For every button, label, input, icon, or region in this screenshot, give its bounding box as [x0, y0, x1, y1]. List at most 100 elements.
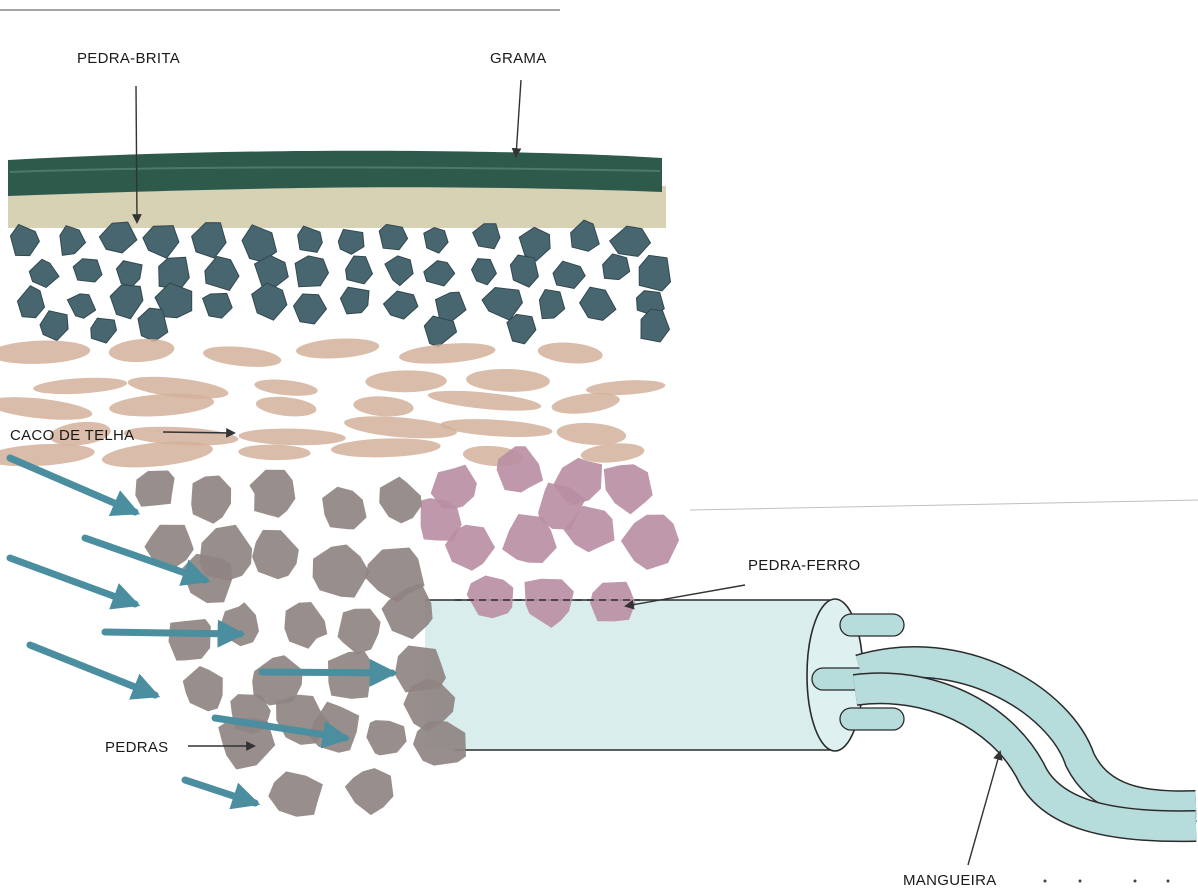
tile-shard	[440, 416, 553, 439]
stone	[135, 471, 174, 507]
tile-shard	[108, 337, 175, 364]
water-arrow	[30, 645, 155, 695]
gravel-stone	[603, 254, 630, 280]
stone	[338, 609, 381, 655]
gravel-stone	[252, 283, 287, 320]
gravel-stone	[580, 287, 616, 320]
gravel-stone	[138, 308, 168, 341]
gravel-stone	[73, 259, 102, 282]
label-iron-stone: PEDRA-FERRO	[748, 557, 860, 574]
stone	[345, 768, 394, 815]
iron-stone	[621, 515, 679, 570]
tile-shard	[331, 437, 441, 459]
tile-shard	[466, 368, 550, 393]
tile-shard	[238, 427, 346, 446]
gravel-stone	[384, 291, 418, 319]
water-arrow	[185, 780, 255, 803]
gravel-stone	[203, 293, 233, 318]
stone	[191, 476, 231, 524]
stone	[220, 602, 259, 646]
scan-dots	[1044, 880, 1170, 883]
gravel-stone	[17, 286, 44, 318]
gravel-stone	[340, 287, 369, 314]
label-stones: PEDRAS	[105, 739, 169, 756]
stone	[322, 487, 367, 530]
tile-shard	[398, 340, 496, 367]
gravel-stone	[294, 294, 327, 324]
tile-shard	[254, 377, 319, 398]
gravel-layer	[10, 220, 670, 347]
stone	[366, 720, 406, 755]
water-arrow	[262, 672, 392, 673]
gravel-stone	[379, 224, 407, 249]
gravel-stone	[436, 292, 467, 321]
gravel-pointer-arrow	[136, 86, 137, 222]
stone	[313, 545, 370, 598]
gravel-stone	[641, 309, 670, 342]
tile-shard	[353, 394, 414, 418]
tile-shard	[108, 391, 214, 420]
gravel-stone	[60, 226, 86, 256]
gravel-stone	[10, 225, 39, 256]
stone	[183, 666, 223, 711]
tile-shard	[255, 394, 317, 419]
tile-shard	[33, 375, 128, 396]
label-grass: GRAMA	[490, 50, 547, 67]
ground-line	[690, 500, 1198, 510]
gravel-stone	[91, 318, 117, 343]
stone-layer	[135, 470, 466, 817]
drain-pipe	[425, 599, 904, 751]
gravel-stone	[295, 256, 328, 287]
gravel-stone	[205, 256, 239, 290]
gravel-stone	[385, 256, 413, 286]
tile-pointer-arrow	[163, 432, 234, 433]
iron-stone	[590, 582, 635, 622]
tile-shard	[0, 393, 93, 424]
water-arrow	[105, 632, 240, 634]
stone	[252, 530, 299, 579]
gravel-stone	[424, 261, 455, 286]
iron-stone	[604, 464, 653, 514]
stone	[284, 602, 327, 649]
gravel-stone	[143, 226, 179, 259]
gravel-stone	[298, 226, 323, 252]
gravel-stone	[472, 259, 497, 285]
hose	[855, 662, 1196, 826]
stone	[249, 470, 295, 518]
stone	[268, 771, 323, 816]
tile-shard	[202, 343, 282, 370]
tile-shard	[365, 370, 447, 393]
gravel-stone	[29, 259, 59, 287]
tile-shard	[295, 336, 379, 360]
tile-shard	[556, 421, 627, 447]
hose-pointer-arrow	[968, 752, 1000, 865]
gravel-stone	[639, 255, 670, 291]
label-gravel: PEDRA-BRITA	[77, 50, 180, 67]
stone	[379, 477, 422, 524]
tile-shard	[537, 340, 603, 365]
tile-shard	[343, 413, 458, 442]
gravel-stone	[539, 290, 564, 319]
stone	[169, 619, 211, 661]
tile-shard	[0, 441, 95, 469]
gravel-stone	[507, 314, 536, 343]
gravel-stone	[110, 285, 143, 319]
gravel-stone	[67, 294, 95, 318]
gravel-stone	[424, 228, 448, 254]
gravel-stone	[553, 261, 585, 288]
gravel-stone	[338, 229, 364, 254]
gravel-stone	[424, 316, 456, 347]
label-hose: MANGUEIRA	[903, 872, 997, 889]
water-arrow	[10, 558, 135, 604]
grass-pointer-arrow	[516, 80, 521, 156]
gravel-stone	[116, 261, 142, 287]
gravel-stone	[610, 226, 651, 256]
label-tile-shards: CACO DE TELHA	[10, 427, 135, 444]
gravel-stone	[40, 311, 68, 341]
gravel-stone	[346, 256, 373, 284]
tile-shard-layer	[0, 336, 666, 471]
gravel-stone	[510, 255, 538, 287]
tile-shard	[238, 444, 310, 461]
tile-shard	[0, 339, 91, 366]
